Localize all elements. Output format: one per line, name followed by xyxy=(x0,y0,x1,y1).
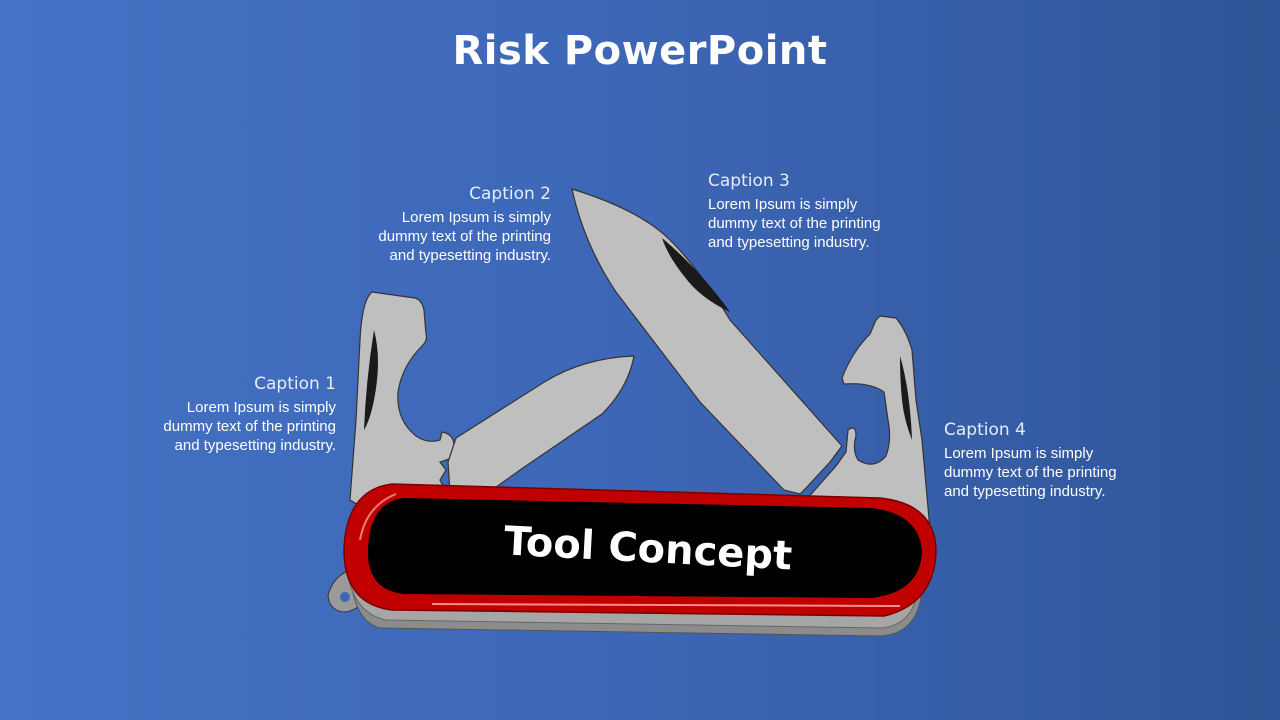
caption-4: Caption 4 Lorem Ipsum is simply dummy te… xyxy=(944,420,1144,501)
caption-4-title: Caption 4 xyxy=(944,420,1026,440)
caption-1: Caption 1 Lorem Ipsum is simply dummy te… xyxy=(136,374,336,455)
caption-1-title: Caption 1 xyxy=(254,374,336,394)
large-blade-tool xyxy=(571,188,843,495)
caption-2: Caption 2 Lorem Ipsum is simply dummy te… xyxy=(351,184,551,265)
small-blade-tool xyxy=(447,355,635,493)
slide-title: Risk PowerPoint xyxy=(452,28,828,74)
caption-2-title: Caption 2 xyxy=(469,184,551,204)
bottle-opener-tool xyxy=(349,291,455,507)
caption-3-text: Lorem Ipsum is simply dummy text of the … xyxy=(708,196,881,251)
caption-2-text: Lorem Ipsum is simply dummy text of the … xyxy=(378,209,551,264)
caption-3: Caption 3 Lorem Ipsum is simply dummy te… xyxy=(708,171,908,252)
caption-3-title: Caption 3 xyxy=(708,171,790,191)
knife-handle: Tool Concept xyxy=(343,483,937,637)
can-opener-tool xyxy=(805,315,931,531)
caption-4-text: Lorem Ipsum is simply dummy text of the … xyxy=(944,445,1117,500)
caption-1-text: Lorem Ipsum is simply dummy text of the … xyxy=(163,399,336,454)
